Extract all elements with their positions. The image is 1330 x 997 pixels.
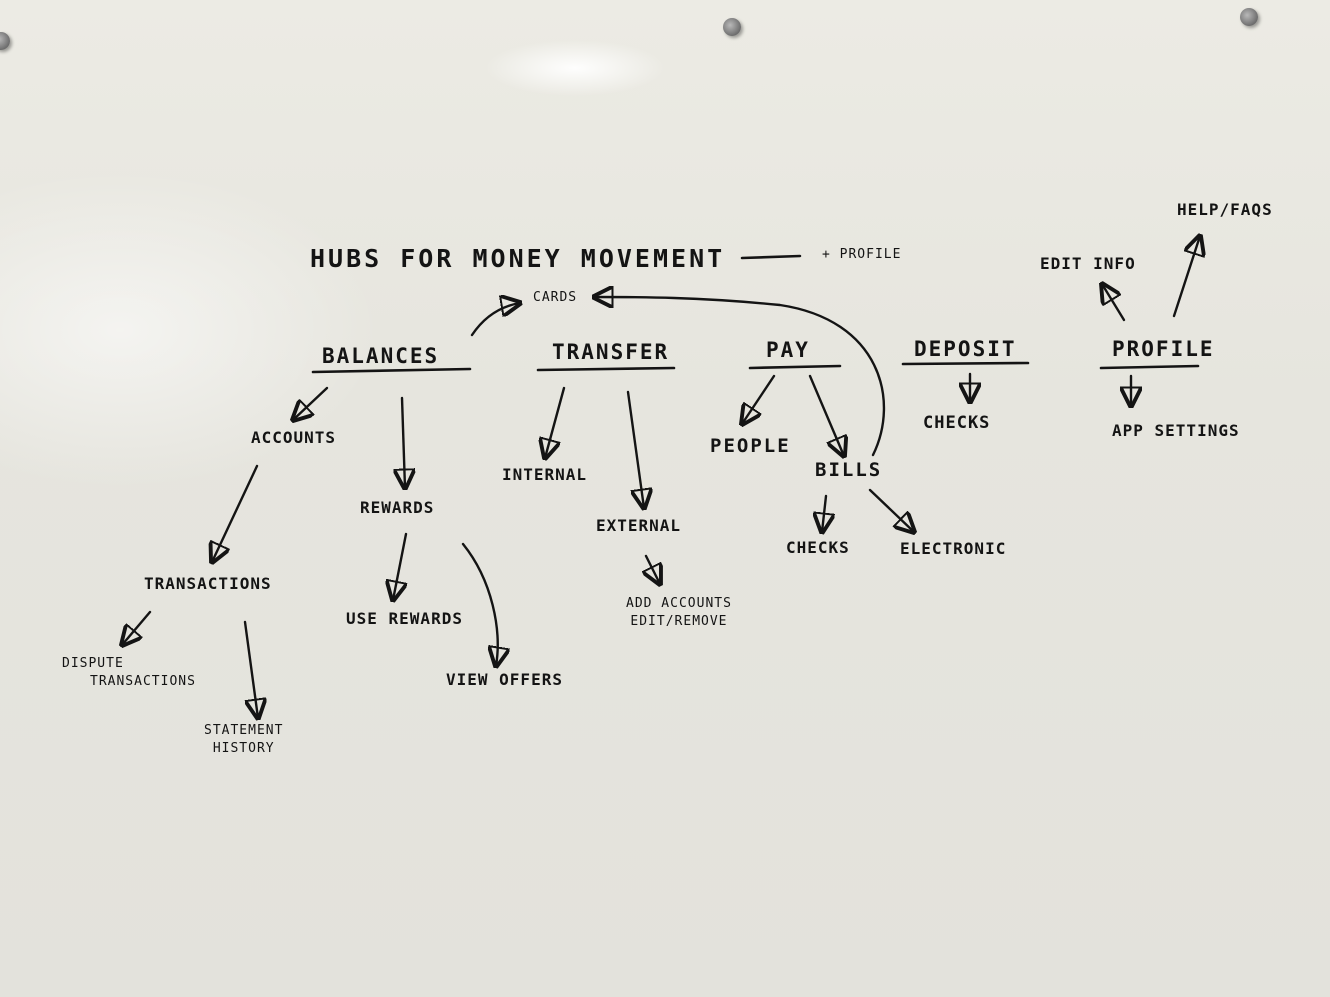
arrow-transactions-statement bbox=[243, 620, 258, 718]
pay-underline bbox=[748, 364, 842, 370]
arrow-accounts-transactions bbox=[212, 464, 259, 562]
node-cards: CARDS bbox=[533, 290, 578, 305]
arrow-bills-cards bbox=[594, 297, 886, 457]
node-view-offers: VIEW OFFERS bbox=[446, 670, 563, 689]
balances-underline bbox=[311, 367, 472, 374]
deposit-underline bbox=[901, 361, 1030, 366]
arrow-transfer-internal bbox=[545, 386, 566, 458]
arrow-pay-bills bbox=[808, 374, 844, 456]
hub-profile: PROFILE bbox=[1112, 337, 1215, 361]
node-internal: INTERNAL bbox=[502, 465, 588, 484]
arrow-balances-cards bbox=[470, 303, 520, 337]
arrow-rewards-use bbox=[393, 532, 406, 600]
arrow-balances-accounts bbox=[293, 386, 329, 420]
hub-transfer: TRANSFER bbox=[552, 340, 670, 364]
title-suffix: + PROFILE bbox=[822, 247, 902, 262]
arrow-transactions-dispute bbox=[122, 610, 152, 645]
arrow-bills-checks bbox=[822, 494, 826, 532]
node-edit-info: EDIT INFO bbox=[1040, 254, 1136, 273]
node-transactions: TRANSACTIONS bbox=[144, 574, 272, 593]
pushpin-icon bbox=[723, 18, 741, 36]
node-bill-checks: CHECKS bbox=[786, 538, 850, 557]
node-accounts: ACCOUNTS bbox=[251, 428, 337, 447]
hub-deposit: DEPOSIT bbox=[914, 337, 1017, 361]
arrow-transfer-external bbox=[626, 390, 644, 508]
hub-balances: BALANCES bbox=[322, 344, 440, 368]
arrow-external-add bbox=[646, 554, 660, 584]
node-bills: BILLS bbox=[815, 459, 883, 481]
arrow-rewards-offers bbox=[461, 542, 498, 666]
pushpin-icon bbox=[0, 32, 10, 50]
arrow-pay-people bbox=[742, 374, 776, 424]
transfer-underline bbox=[536, 366, 676, 372]
hub-pay: PAY bbox=[766, 338, 810, 362]
node-deposit-checks: CHECKS bbox=[923, 413, 991, 433]
node-external: EXTERNAL bbox=[596, 516, 682, 535]
profile-underline bbox=[1099, 364, 1200, 370]
pushpin-icon bbox=[1240, 8, 1258, 26]
node-add-accounts: ADD ACCOUNTS EDIT/REMOVE bbox=[626, 596, 732, 629]
arrow-profile-editinfo bbox=[1102, 284, 1126, 322]
arrow-profile-help bbox=[1172, 236, 1200, 318]
node-help-faqs: HELP/FAQS bbox=[1177, 200, 1273, 219]
node-statement-history: STATEMENT HISTORY bbox=[204, 723, 284, 756]
diagram-title: HUBS FOR MONEY MOVEMENT bbox=[310, 244, 726, 273]
node-rewards: REWARDS bbox=[360, 498, 435, 517]
node-use-rewards: USE REWARDS bbox=[346, 609, 463, 628]
node-electronic: ELECTRONIC bbox=[900, 539, 1007, 558]
arrow-balances-rewards bbox=[402, 396, 405, 488]
node-app-settings: APP SETTINGS bbox=[1112, 421, 1240, 440]
node-dispute-transactions: DISPUTE TRANSACTIONS bbox=[62, 656, 196, 689]
title-underline bbox=[740, 254, 802, 260]
arrow-bills-electronic bbox=[868, 488, 914, 532]
node-people: PEOPLE bbox=[710, 435, 791, 457]
